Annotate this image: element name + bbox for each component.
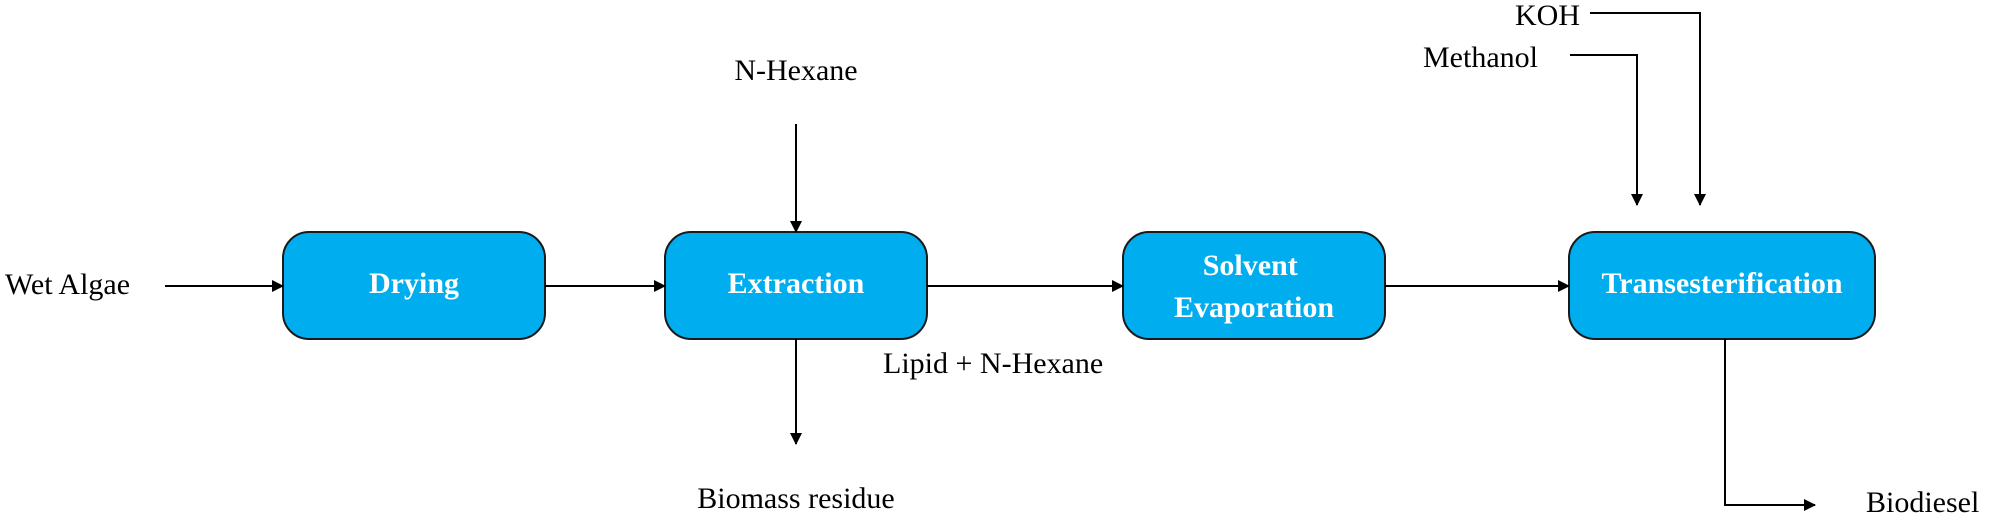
solvent-evaporation-label: Solvent Evaporation	[1174, 249, 1334, 324]
methanol-label: Methanol	[1423, 41, 1538, 74]
arrow-transesterification-to-biodiesel	[1724, 339, 1816, 511]
arrow-methanol-to-transesterification	[1570, 54, 1643, 206]
drying-label: Drying	[369, 267, 459, 300]
extraction-box: Extraction	[664, 231, 928, 340]
solvent-evaporation-box: Solvent Evaporation	[1122, 231, 1386, 340]
wet-algae-label: Wet Algae	[5, 268, 130, 301]
transesterification-label: Transesterification	[1601, 267, 1842, 300]
arrow-koh-to-transesterification	[1590, 12, 1706, 206]
solvent-evaporation-line-1: Solvent	[1203, 249, 1298, 282]
biomass-residue-label: Biomass residue	[697, 482, 894, 515]
lipid-n-hexane-label: Lipid + N-Hexane	[883, 347, 1103, 380]
extraction-label: Extraction	[728, 267, 865, 300]
drying-box: Drying	[282, 231, 546, 340]
n-hexane-label: N-Hexane	[734, 54, 857, 87]
solvent-evaporation-line-2: Evaporation	[1174, 291, 1334, 324]
biodiesel-label: Biodiesel	[1866, 486, 1979, 519]
transesterification-box: Transesterification	[1568, 231, 1876, 340]
koh-label: KOH	[1515, 0, 1580, 32]
